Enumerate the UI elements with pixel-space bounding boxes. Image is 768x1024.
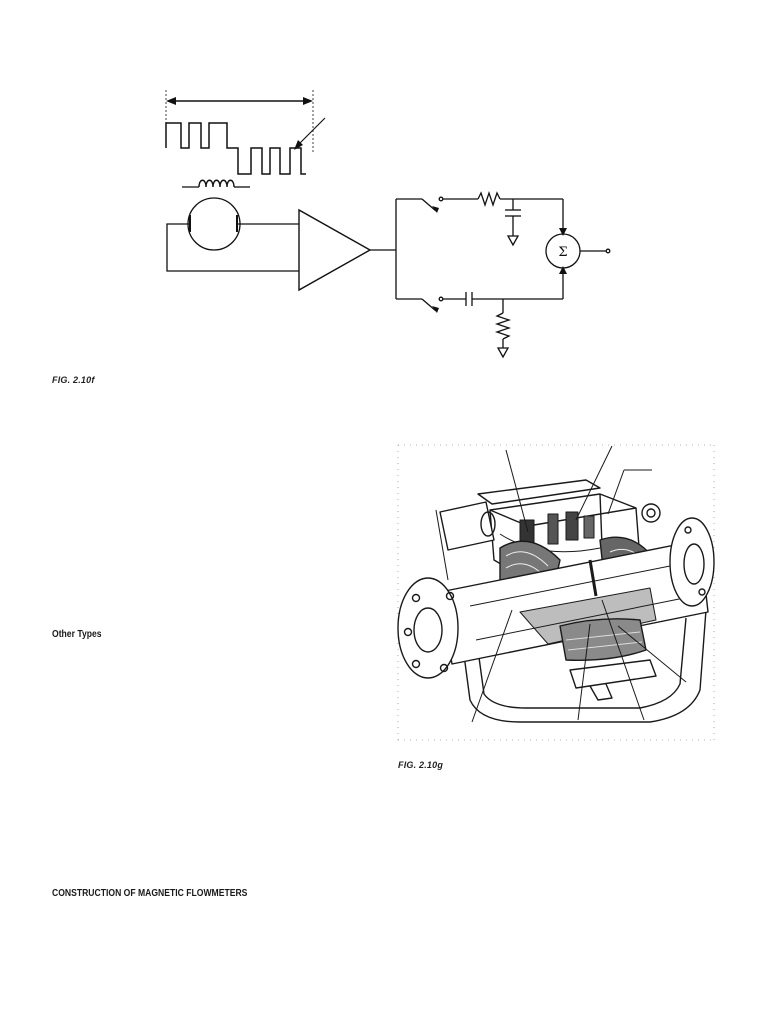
section-heading-construction: CONSTRUCTION OF MAGNETIC FLOWMETERS: [52, 888, 248, 899]
tube-bore-shadow: [475, 595, 695, 641]
square-wave: [165, 122, 306, 175]
conduit-entry: [439, 501, 495, 551]
bottom-plate: [569, 659, 657, 689]
amplifier-triangle: [298, 208, 372, 292]
period-arrowhead-right: [303, 97, 313, 105]
figure-2-10g-caption: FIG. 2.10g: [398, 760, 444, 770]
top-ground-icon: [506, 235, 520, 247]
lifting-eye-hole: [646, 508, 656, 518]
lower-coil-housing: [559, 618, 647, 661]
figure-2-10f-caption: FIG. 2.10f: [52, 375, 95, 385]
top-resistor: [477, 190, 501, 208]
excitation-coil: [198, 179, 235, 188]
output-terminal: [605, 248, 611, 254]
flowmeter-cutaway-illustration: [390, 432, 720, 744]
callout-leaders: [435, 445, 687, 723]
inlet-bolt-5: [445, 591, 455, 601]
switch-bottom-tip: [432, 306, 439, 313]
switch-top-blade: [421, 198, 437, 212]
terminal-lid: [477, 479, 601, 505]
switch-bottom-blade: [421, 298, 437, 312]
inlet-bolt-2: [403, 627, 413, 637]
tube-liner-cut: [519, 587, 657, 645]
summing-symbol: Σ: [558, 245, 567, 260]
bottom-resistor: [494, 312, 512, 340]
top-sum-arrowhead: [559, 228, 567, 236]
internal-components: [499, 511, 601, 553]
bottom-sum-arrowhead: [559, 266, 567, 274]
waveform-pointer: [296, 117, 326, 147]
waveform-pointer-head: [294, 140, 303, 150]
junction-box-edge-3: [527, 507, 637, 527]
circuit-diagram: Σ: [165, 90, 611, 359]
outlet-bore: [683, 543, 705, 585]
tube-bore-highlight: [469, 561, 691, 607]
switch-top-contact: [438, 196, 444, 202]
period-arrowhead-left: [166, 97, 176, 105]
inlet-bolt-1: [411, 593, 421, 603]
bottom-ground-icon: [496, 347, 510, 359]
outlet-bolt-2: [698, 588, 706, 596]
junction-box-edge: [599, 493, 603, 547]
flow-tube-circle: [187, 197, 241, 251]
lifting-eye-icon: [641, 503, 661, 523]
outlet-bolt-1: [684, 526, 692, 534]
bottom-bracket: [589, 683, 613, 701]
inlet-bore: [413, 607, 443, 653]
figure-2-10f: Σ: [150, 85, 620, 375]
inlet-bolt-4: [439, 663, 449, 673]
electrode-wire-left: [166, 223, 299, 272]
electrode: [588, 559, 598, 597]
section-heading-other-types: Other Types: [52, 629, 102, 640]
base-frame-inner: [477, 617, 687, 709]
inlet-bolt-3: [411, 659, 421, 669]
switch-bottom-contact: [438, 296, 444, 302]
conduit-port: [480, 511, 496, 537]
figure-2-10g: [390, 432, 720, 744]
speckle-border: [397, 444, 716, 741]
switch-top-tip: [432, 206, 439, 213]
